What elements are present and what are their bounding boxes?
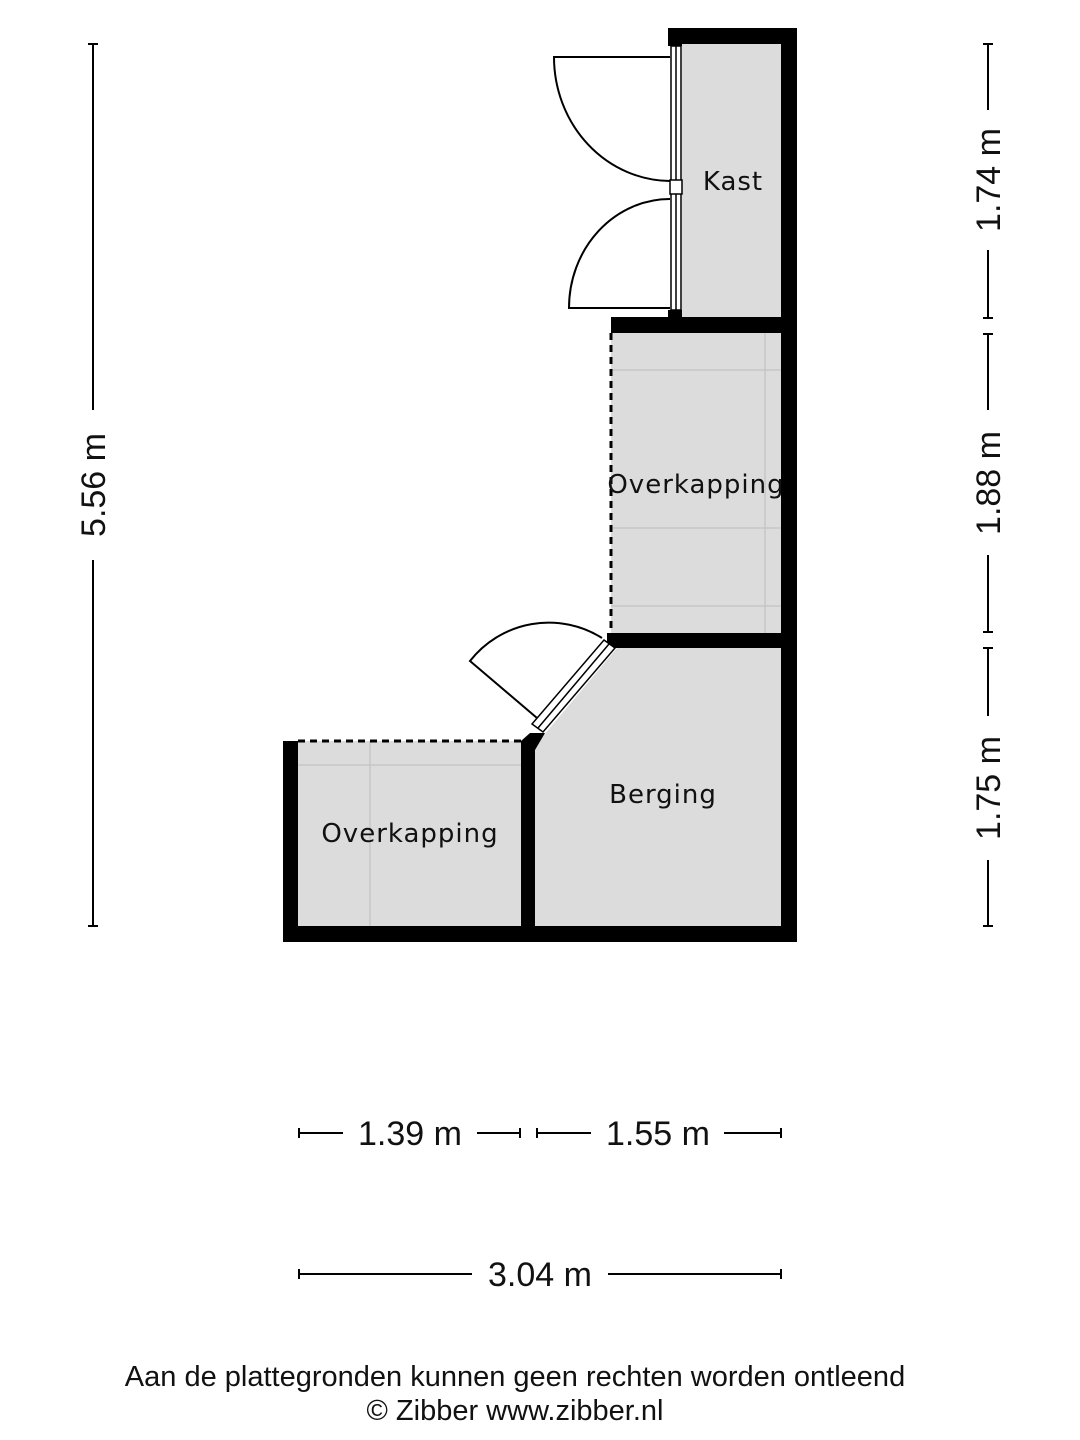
berging-floor — [533, 648, 781, 926]
dimension-lines — [88, 43, 993, 1279]
wall-berging-top — [607, 633, 797, 648]
dimension-bottom-right: 1.55 m — [606, 1115, 710, 1153]
dimension-total-height: 5.56 m — [75, 433, 113, 537]
floor-areas — [298, 44, 781, 926]
overkapping-top-floor — [611, 333, 781, 633]
door-swing-upper — [552, 56, 671, 182]
overkapping-bottom-floor — [298, 741, 521, 926]
wall-kast-left-top — [668, 28, 682, 46]
room-label-kast: Kast — [703, 167, 763, 197]
open-edges — [298, 333, 613, 743]
kast-doors — [552, 45, 683, 311]
door-swing-lower — [567, 198, 671, 309]
kast-floor — [682, 44, 781, 317]
berging-door — [468, 621, 617, 734]
room-label-berging: Berging — [609, 780, 717, 810]
wall-middle — [521, 741, 535, 942]
footer-disclaimer: Aan de plattegronden kunnen geen rechten… — [124, 1361, 906, 1393]
wall-kast-bottom — [611, 317, 797, 333]
wall-bottom — [283, 926, 797, 942]
footer-credit: © Zibber www.zibber.nl — [366, 1395, 664, 1427]
tile-lines — [298, 333, 781, 926]
wall-kast-left-bottom — [668, 310, 682, 320]
dimension-right-top: 1.74 m — [970, 128, 1008, 232]
dimension-right-middle: 1.88 m — [970, 431, 1008, 535]
door-swing-berging — [468, 621, 603, 719]
wall-kast-top — [668, 28, 797, 44]
room-label-overkapping-bottom: Overkapping — [321, 819, 498, 849]
dimension-bottom-left: 1.39 m — [358, 1115, 462, 1153]
wall-berging-corner — [521, 733, 545, 760]
dimension-right-bottom: 1.75 m — [970, 736, 1008, 840]
wall-right — [781, 28, 797, 942]
walls — [283, 28, 797, 942]
dimension-total-width: 3.04 m — [488, 1256, 592, 1294]
room-label-overkapping-top: Overkapping — [607, 470, 784, 500]
wall-left-bottom — [283, 741, 298, 942]
